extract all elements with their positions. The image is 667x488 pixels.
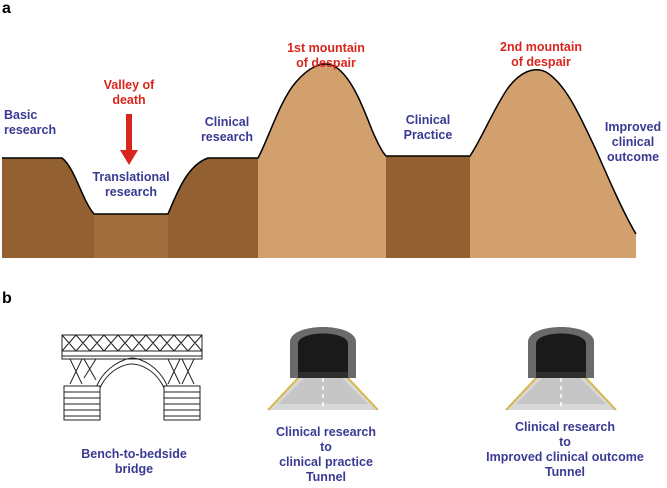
tunnel-2-line-2: to bbox=[559, 435, 571, 449]
bridge-line-1: Bench-to-bedside bbox=[81, 447, 187, 461]
second-mountain-line-1: 2nd mountain bbox=[500, 40, 582, 54]
bridge-truss bbox=[61, 334, 203, 352]
tunnel-2-line-1: Clinical research bbox=[514, 420, 616, 434]
bridge-left-pier bbox=[63, 385, 101, 421]
valley-arrow bbox=[120, 114, 138, 165]
translational-research-label: Translational research bbox=[84, 170, 178, 200]
tunnel-2-illustration bbox=[505, 327, 617, 411]
basic-research-label: Basic research bbox=[4, 108, 56, 138]
tunnel-1-line-3: clinical practice bbox=[279, 455, 373, 469]
first-mountain-line-1: 1st mountain bbox=[287, 41, 365, 55]
clinical-practice-block bbox=[386, 156, 470, 258]
tunnel-1-illustration bbox=[267, 327, 379, 411]
improved-outcome-line-3: outcome bbox=[606, 150, 660, 164]
bridge-line-2: bridge bbox=[114, 462, 154, 476]
tunnel-1-line-4: Tunnel bbox=[305, 470, 347, 484]
basic-research-hill bbox=[2, 158, 94, 258]
second-mountain-line-2: of despair bbox=[511, 55, 571, 69]
clinical-research-label: Clinical research bbox=[192, 115, 262, 145]
translational-research-line-2: research bbox=[104, 185, 158, 199]
clinical-practice-line-1: Clinical bbox=[405, 113, 451, 127]
clinical-research-hill bbox=[168, 158, 258, 258]
clinical-practice-line-2: Practice bbox=[403, 128, 453, 142]
second-mountain bbox=[470, 69, 636, 258]
improved-outcome-line-1: Improved bbox=[604, 120, 662, 134]
panel-b-letter: b bbox=[2, 290, 12, 307]
first-mountain bbox=[258, 63, 386, 258]
basic-research-line-1: Basic bbox=[4, 108, 38, 122]
bridge-label: Bench-to-bedside bridge bbox=[64, 447, 204, 477]
tunnel-2-label: Clinical research to Improved clinical o… bbox=[470, 420, 660, 480]
panel-a-letter: a bbox=[2, 0, 11, 17]
bridge-illustration bbox=[61, 334, 203, 421]
valley-of-death-label: Valley of death bbox=[94, 78, 164, 108]
tunnel-1-line-2: to bbox=[320, 440, 332, 454]
clinical-research-line-2: research bbox=[200, 130, 254, 144]
bridge-arch bbox=[95, 357, 169, 389]
clinical-research-line-1: Clinical bbox=[204, 115, 250, 129]
translational-research-line-1: Translational bbox=[92, 170, 170, 184]
first-mountain-line-2: of despair bbox=[296, 56, 356, 70]
terrain bbox=[2, 63, 637, 258]
valley-floor bbox=[94, 214, 168, 258]
terrain-outline bbox=[2, 63, 637, 235]
second-mountain-label: 2nd mountain of despair bbox=[490, 40, 592, 70]
first-mountain-label: 1st mountain of despair bbox=[276, 41, 376, 71]
tunnel-2-line-3: Improved clinical outcome bbox=[486, 450, 644, 464]
tunnel-1-label: Clinical research to clinical practice T… bbox=[256, 425, 396, 485]
clinical-practice-label: Clinical Practice bbox=[390, 113, 466, 143]
improved-outcome-line-2: clinical bbox=[611, 135, 655, 149]
tunnel-2-line-4: Tunnel bbox=[544, 465, 586, 479]
improved-outcome-label: Improved clinical outcome bbox=[600, 120, 666, 165]
bridge-right-pier bbox=[163, 385, 201, 421]
valley-of-death-line-1: Valley of bbox=[103, 78, 155, 92]
valley-of-death-line-2: death bbox=[112, 93, 146, 107]
basic-research-line-2: research bbox=[4, 123, 57, 137]
tunnel-1-line-1: Clinical research bbox=[275, 425, 377, 439]
